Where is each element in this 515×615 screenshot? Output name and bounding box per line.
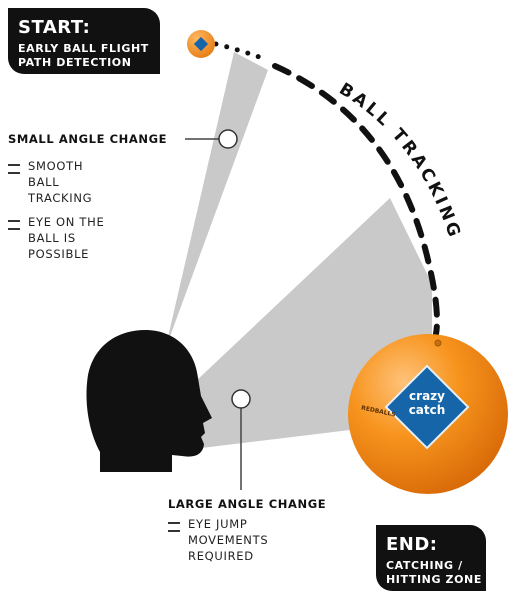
equals-icon [8, 164, 20, 174]
point-line: MOVEMENTS [188, 533, 269, 547]
point-line: TRACKING [28, 191, 93, 205]
small-angle-point-2: EYE ON THE BALL IS POSSIBLE [8, 214, 168, 264]
end-title: END: [386, 534, 438, 555]
small-angle-wedge [165, 52, 268, 350]
point-line: EYE JUMP [188, 517, 248, 531]
small-angle-label: SMALL ANGLE CHANGE [8, 132, 168, 146]
point-line: REQUIRED [188, 549, 254, 563]
equals-icon [8, 220, 20, 230]
ball-logo-diamond [384, 364, 470, 450]
point-line: BALL [28, 175, 60, 189]
start-box: START: EARLY BALL FLIGHT PATH DETECTION [8, 8, 160, 74]
point-line: BALL IS [28, 231, 76, 245]
start-title: START: [18, 17, 91, 38]
point-line: POSSIBLE [28, 247, 90, 261]
start-subtitle-line1: EARLY BALL FLIGHT [18, 42, 149, 55]
ball-flight-path [272, 63, 440, 337]
point-line: SMOOTH [28, 159, 84, 173]
end-box: END: CATCHING / HITTING ZONE [376, 525, 486, 591]
point-line: EYE ON THE [28, 215, 105, 229]
ball-tracking-label: BALL TRACKING [335, 79, 464, 242]
large-angle-marker [231, 389, 251, 409]
ball-logo-text-2: catch [409, 403, 446, 417]
end-subtitle-line1: CATCHING / [386, 559, 463, 572]
ball-logo-text-1: crazy [409, 389, 445, 403]
small-angle-marker [218, 129, 238, 149]
large-angle-label: LARGE ANGLE CHANGE [168, 497, 327, 511]
end-ball-valve [434, 339, 442, 347]
ball-flight-path-dotted [213, 41, 265, 61]
equals-icon [168, 522, 180, 532]
end-subtitle-line2: HITTING ZONE [386, 573, 482, 586]
small-angle-point-1: SMOOTH BALL TRACKING [8, 158, 168, 208]
start-subtitle-line2: PATH DETECTION [18, 56, 132, 69]
large-angle-point-1: EYE JUMP MOVEMENTS REQUIRED [168, 516, 328, 566]
head-silhouette [86, 330, 212, 472]
